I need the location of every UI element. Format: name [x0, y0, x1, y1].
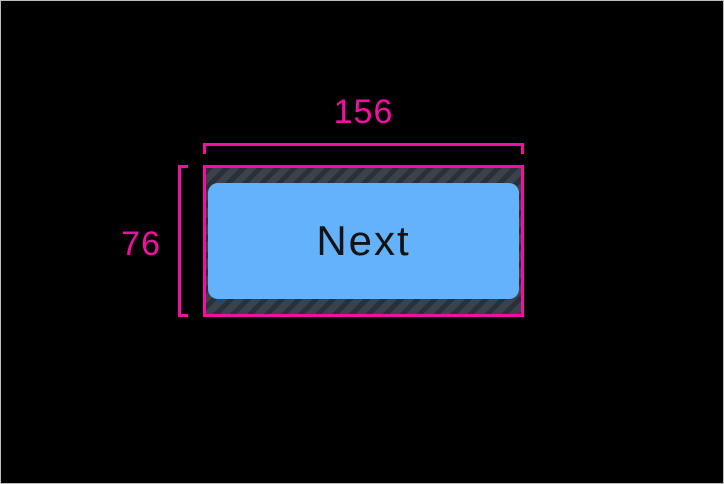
next-button[interactable]: Next: [208, 183, 519, 299]
width-measure-bracket: [203, 143, 524, 154]
height-measure-bracket: [178, 165, 188, 317]
selected-widget-bounds-padding-hatch: Next: [203, 165, 524, 317]
height-dimension-label: 76: [121, 225, 161, 263]
width-dimension-label: 156: [333, 93, 394, 131]
